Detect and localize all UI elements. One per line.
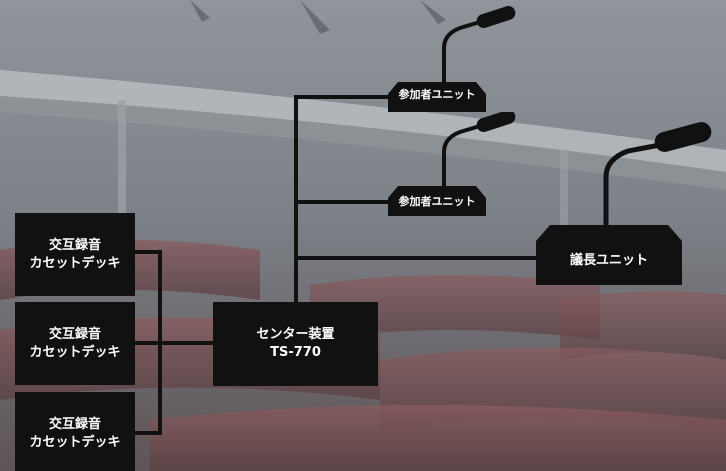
chair-unit-microphone: [536, 122, 712, 285]
cassette-deck-2: 交互録音 カセットデッキ: [15, 302, 135, 385]
chair-unit-label: 議長ユニット: [569, 252, 648, 268]
deck-2-line2: カセットデッキ: [29, 344, 121, 360]
deck-1-line1: 交互録音: [48, 237, 101, 253]
deck-3-line2: カセットデッキ: [29, 434, 121, 450]
participant-unit-2-label: 参加者ユニット: [398, 195, 476, 208]
participant-unit-1-label: 参加者ユニット: [398, 88, 476, 101]
gooseneck-microphone-icon: [442, 6, 516, 82]
cassette-deck-3: 交互録音 カセットデッキ: [15, 392, 135, 471]
participant-unit-2-microphone: [388, 112, 516, 216]
chair-unit-base: [536, 225, 682, 285]
deck-2-line1: 交互録音: [48, 326, 101, 342]
center-unit-line2: TS-770: [270, 345, 321, 360]
cassette-deck-1: 交互録音 カセットデッキ: [15, 213, 135, 296]
gooseneck-microphone-icon: [442, 112, 516, 186]
gooseneck-microphone-icon: [603, 122, 712, 225]
center-unit: センター装置 TS-770: [213, 302, 378, 386]
deck-1-line2: カセットデッキ: [29, 255, 121, 271]
participant-unit-1-microphone: [388, 6, 516, 112]
participant-unit-1-base: [388, 82, 486, 112]
participant-unit-2-base: [388, 186, 486, 216]
deck-3-line1: 交互録音: [48, 416, 101, 432]
center-unit-line1: センター装置: [256, 327, 335, 343]
